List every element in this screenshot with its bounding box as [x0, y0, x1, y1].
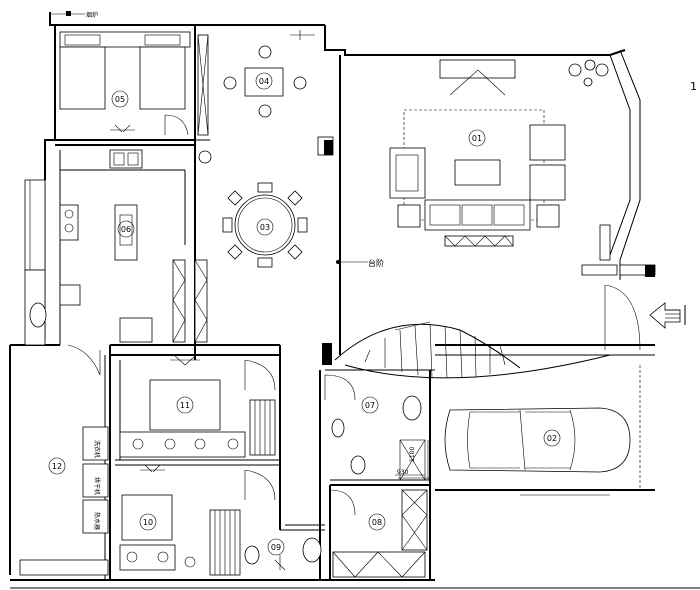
left-windows: [24, 179, 47, 346]
room-number: 03: [260, 223, 270, 232]
room-number: 08: [372, 518, 382, 527]
room-number: 06: [121, 225, 131, 234]
entrance-arrow: [649, 302, 686, 329]
room-badge-04: 04: [255, 72, 273, 90]
dimension-width: 930: [397, 469, 409, 476]
staircase: [334, 321, 611, 379]
room-badge-01: 01: [468, 129, 486, 147]
room-number: 11: [180, 401, 190, 410]
misc-symbols: [50, 11, 425, 476]
room-badge-07: 07: [361, 396, 379, 414]
room-01-furniture: [389, 59, 656, 351]
room-number: 07: [365, 401, 375, 410]
room-08-fixtures: [329, 489, 428, 578]
room-badge-03: 03: [256, 218, 274, 236]
room-04-furniture: [223, 30, 334, 156]
exterior-walls: [9, 12, 700, 589]
label-appliance-3: 热水器: [93, 512, 101, 530]
room-number: 05: [115, 95, 125, 104]
dimension-height: 1100: [409, 447, 416, 462]
label-right-edge: 1: [690, 80, 697, 93]
room-badge-09: 09: [267, 538, 285, 556]
room-badge-06: 06: [117, 220, 135, 238]
room-07-fixtures: [324, 374, 430, 481]
room-badge-10: 10: [139, 513, 157, 531]
interior-walls: [55, 25, 435, 580]
label-steps: 台阶: [368, 258, 384, 268]
room-badge-05: 05: [111, 90, 129, 108]
label-top-note: 烟炉: [86, 11, 98, 19]
room-number: 10: [143, 518, 153, 527]
room-badge-11: 11: [176, 396, 194, 414]
room-number: 09: [271, 543, 281, 552]
room-number: 04: [259, 77, 269, 86]
room-12-appliances: [19, 344, 109, 576]
room-number: 02: [547, 434, 557, 443]
label-appliance-1: 洗衣机: [93, 440, 101, 458]
room-number: 01: [472, 134, 482, 143]
label-appliance-2: 烘干机: [93, 477, 101, 495]
room-badge-12: 12: [48, 457, 66, 475]
room-09-fixtures: [209, 509, 322, 576]
room-10-furniture: [119, 464, 276, 571]
room-badge-08: 08: [368, 513, 386, 531]
room-badge-02: 02: [543, 429, 561, 447]
storage-cabinets: [172, 259, 332, 365]
room-02-car: [444, 365, 641, 496]
room-06-furniture: [59, 149, 212, 343]
room-11-furniture: [119, 355, 276, 458]
room-05-furniture: [59, 31, 209, 136]
room-03-furniture: [222, 182, 308, 268]
room-number: 12: [52, 462, 62, 471]
